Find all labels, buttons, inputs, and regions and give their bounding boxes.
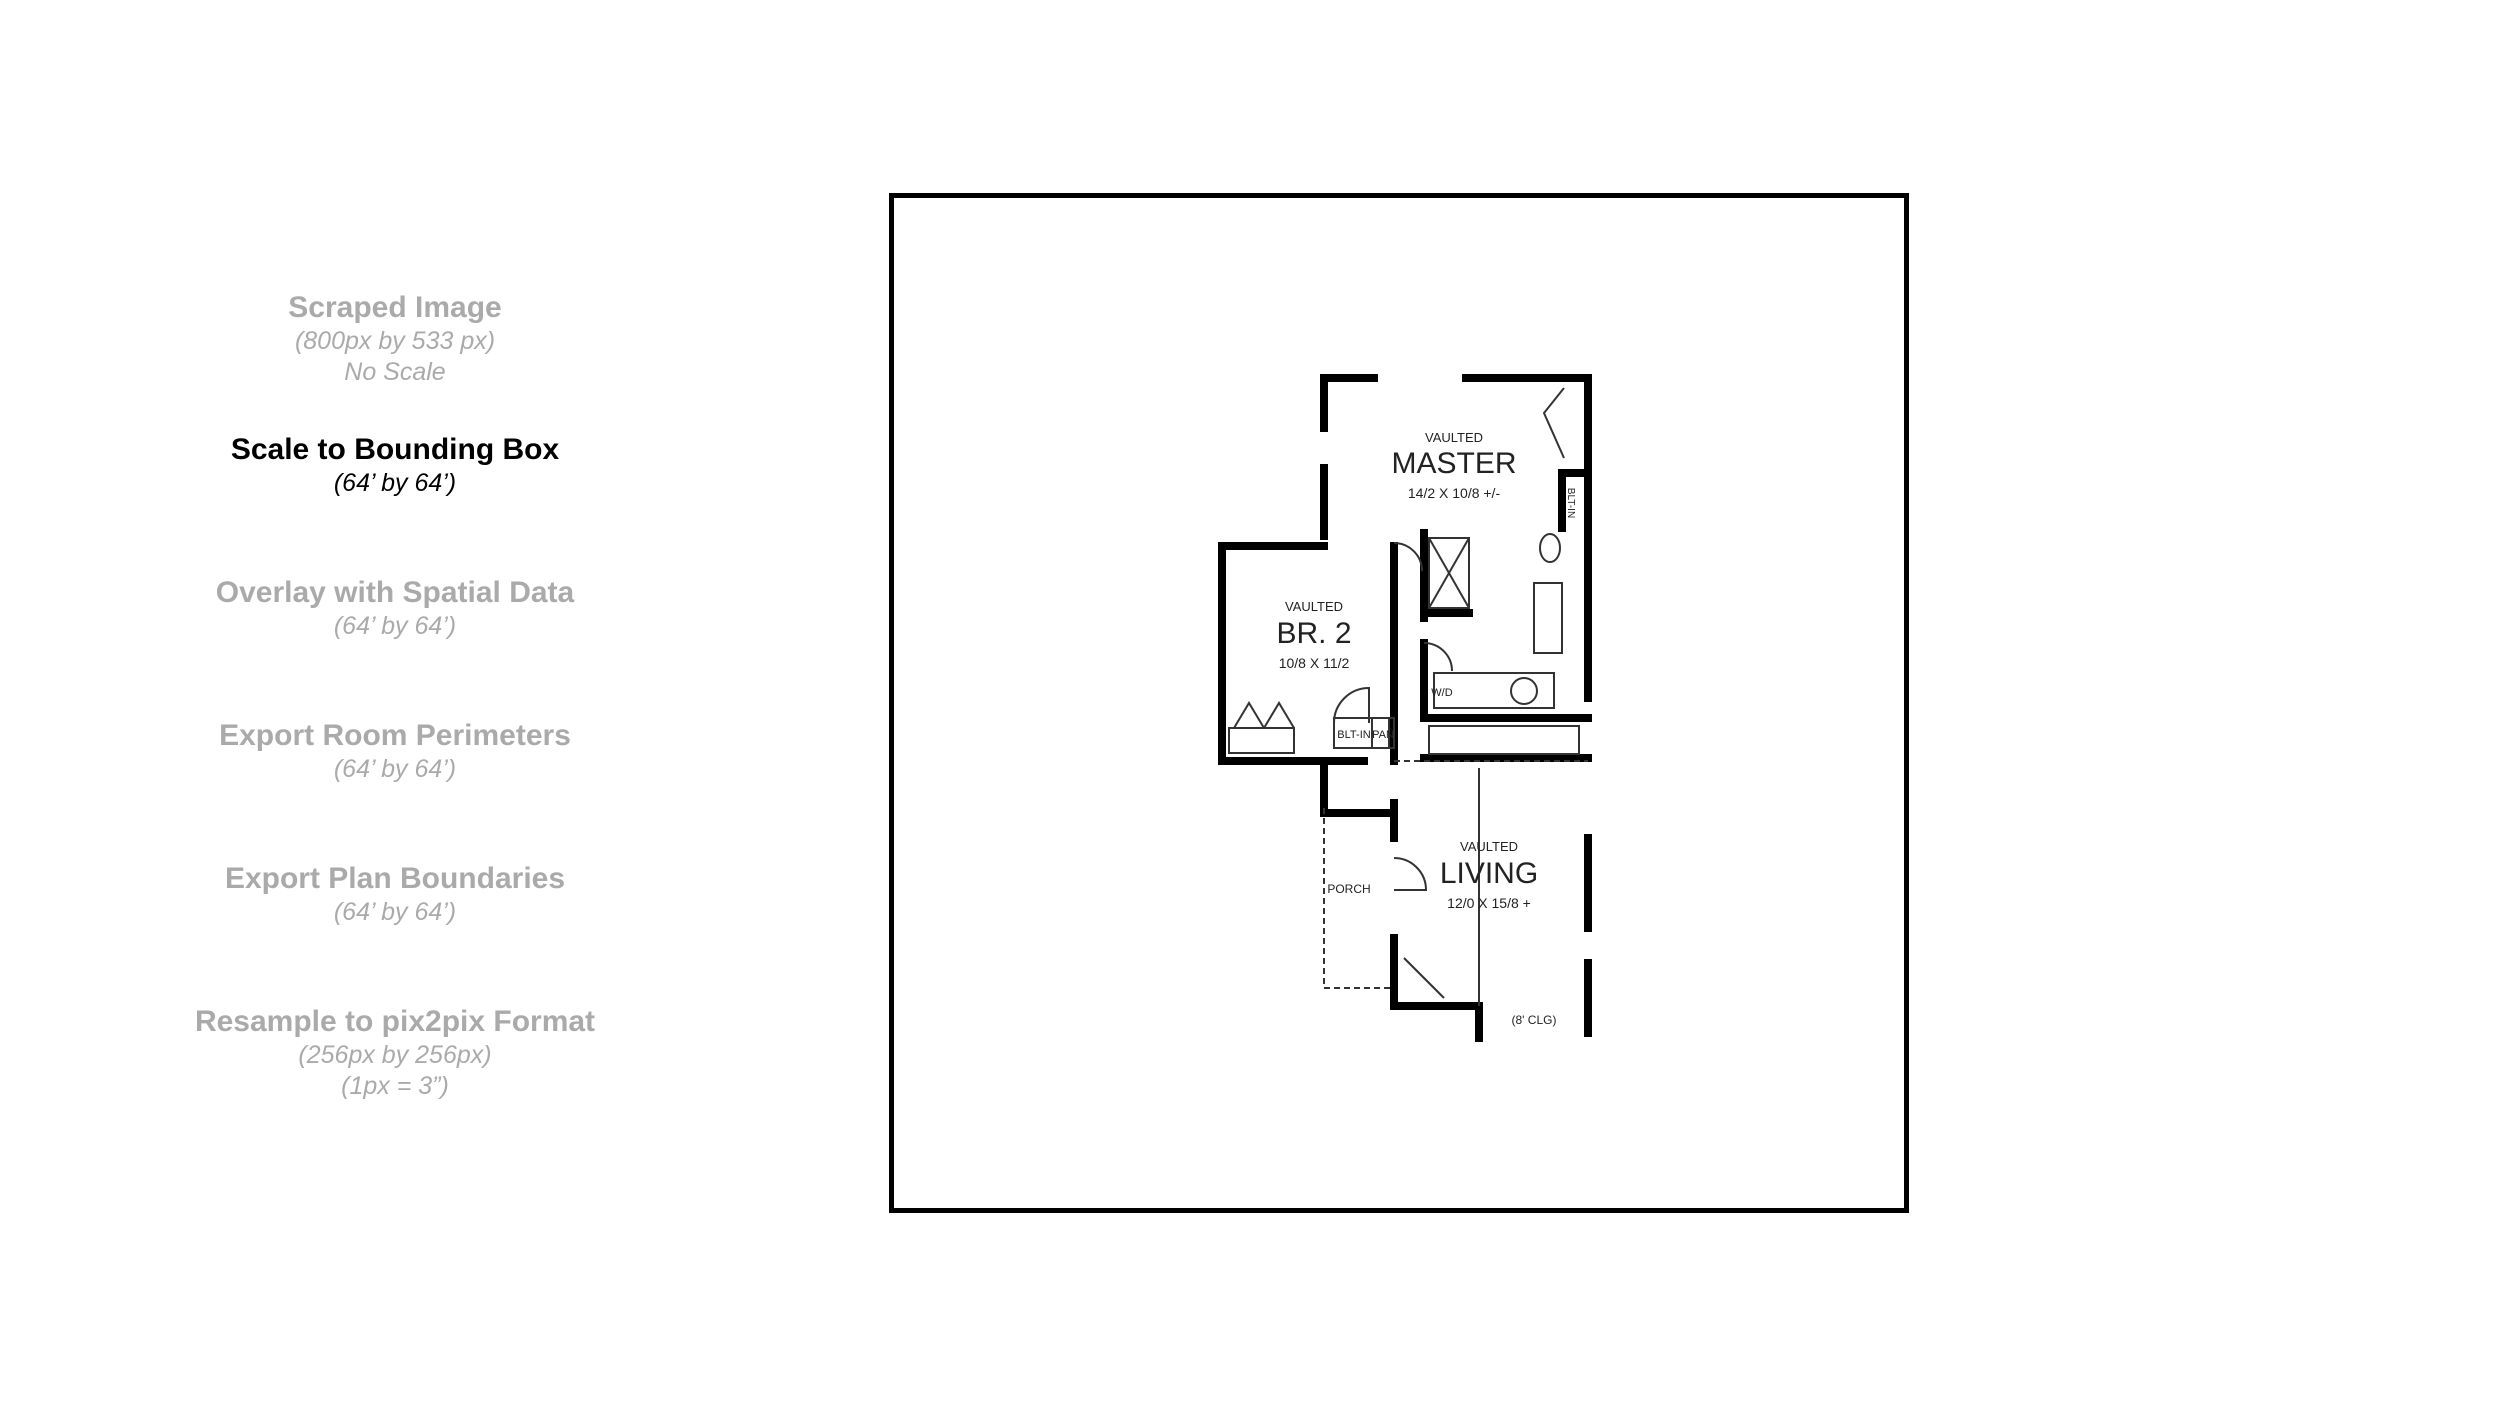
step-scale-to-bounding-box: Scale to Bounding Box (64’ by 64’): [150, 432, 640, 499]
step-subtitle: (64’ by 64’): [333, 469, 457, 497]
closet-door: [1542, 387, 1565, 459]
step-title: Export Plan Boundaries: [224, 862, 566, 895]
door-swing: [1393, 542, 1423, 572]
master-note: VAULTED: [1425, 430, 1483, 445]
counter: [1428, 725, 1580, 755]
porch-outline: [1323, 808, 1394, 989]
wall: [1390, 934, 1483, 1010]
step-export-room-perimeters: Export Room Perimeters (64’ by 64’): [150, 718, 640, 785]
step-title: Scale to Bounding Box: [230, 433, 560, 466]
plan-details: [1228, 387, 1588, 1006]
br2-note: VAULTED: [1285, 599, 1343, 614]
step-title: Scraped Image: [288, 291, 502, 324]
step-title: Overlay with Spatial Data: [215, 576, 575, 609]
washer: [1510, 677, 1538, 705]
wd-label: W/D: [1431, 687, 1452, 699]
wall: [1462, 374, 1592, 532]
step-overlay-spatial-data: Overlay with Spatial Data (64’ by 64’): [150, 575, 640, 642]
shower: [1428, 537, 1470, 609]
wall: [1320, 757, 1398, 817]
living-note: VAULTED: [1460, 839, 1518, 854]
step-subtitle: (800px by 533 px): [294, 327, 496, 355]
built-in: [1333, 717, 1390, 749]
step-title: Resample to pix2pix Format: [194, 1005, 596, 1038]
blt-in-hall-label: BLT-IN: [1337, 729, 1370, 741]
floor-plan: VAULTED MASTER 14/2 X 10/8 +/- VAULTED B…: [1218, 374, 1592, 1042]
plan-walls: [1218, 374, 1592, 1042]
plan-labels: VAULTED MASTER 14/2 X 10/8 +/- VAULTED B…: [1276, 430, 1576, 1027]
step-subtitle: (256px by 256px): [298, 1041, 492, 1069]
step-scraped-image: Scraped Image (800px by 533 px) No Scale: [150, 290, 640, 388]
step-subtitle: (64’ by 64’): [333, 898, 457, 926]
shower-drain: [1428, 537, 1470, 609]
laundry: [1433, 672, 1555, 709]
step-subtitle: (64’ by 64’): [333, 755, 457, 783]
door-swing: [1393, 857, 1428, 891]
step-title: Export Room Perimeters: [219, 719, 571, 752]
master-dims: 14/2 X 10/8 +/-: [1408, 485, 1501, 501]
door-swing: [1333, 686, 1370, 724]
master-name: MASTER: [1391, 447, 1516, 480]
wall: [1218, 542, 1368, 765]
closet: [1228, 727, 1295, 754]
pantry: [1371, 717, 1395, 749]
living-name: LIVING: [1440, 857, 1538, 890]
closet-door: [1233, 701, 1295, 729]
step-resample-pix2pix: Resample to pix2pix Format (256px by 256…: [150, 1004, 640, 1102]
br2-dims: 10/8 X 11/2: [1279, 655, 1350, 671]
ceiling-label: (8' CLG): [1512, 1013, 1557, 1027]
door-swing: [1423, 642, 1453, 672]
living-dims: 12/0 X 15/8 +: [1447, 895, 1531, 911]
toilet: [1539, 533, 1561, 563]
blt-in-master-label: BLT-IN: [1565, 488, 1576, 518]
step-subtitle: (1px = 3”): [341, 1072, 449, 1100]
step-export-plan-boundaries: Export Plan Boundaries (64’ by 64’): [150, 861, 640, 928]
pantry-label: PAN: [1372, 729, 1394, 741]
porch-label: PORCH: [1327, 882, 1370, 896]
br2-name: BR. 2: [1276, 617, 1351, 650]
step-subtitle: (64’ by 64’): [333, 612, 457, 640]
step-subtitle: No Scale: [344, 358, 446, 386]
bounding-box-frame: VAULTED MASTER 14/2 X 10/8 +/- VAULTED B…: [889, 193, 1909, 1213]
corner-glass: [1403, 957, 1445, 999]
vanity: [1533, 582, 1563, 654]
